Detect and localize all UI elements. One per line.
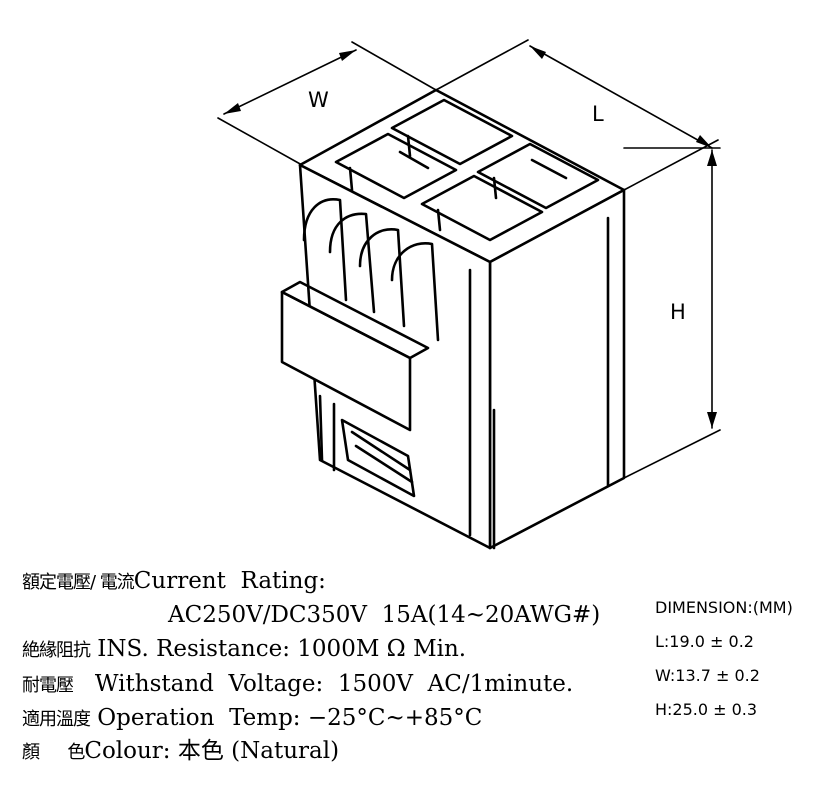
spec-withstand-voltage: 耐電壓 Withstand Voltage: 1500V AC/1minute. — [22, 673, 573, 696]
lower-guide-left — [318, 394, 324, 462]
w-arrow-right — [339, 50, 356, 61]
cavity-1 — [334, 132, 458, 200]
spec-operation-temp-cjk: 適用溫度 — [22, 709, 91, 730]
l-arrow-right — [696, 135, 712, 148]
l-dimension-line — [529, 45, 713, 149]
spec-withstand-voltage-cjk: 耐電壓 — [22, 675, 74, 696]
wire-channel-2 — [328, 212, 376, 314]
spec-colour: 顏 色Colour: 本色 (Natural) — [22, 740, 339, 763]
spec-withstand-voltage-text: Withstand Voltage: 1500V AC/1minute. — [73, 671, 574, 697]
cavity-2-inner — [406, 134, 412, 158]
connector-isometric-drawing — [217, 39, 721, 550]
h-extension-line-bottom — [623, 429, 721, 479]
spec-rating-values: AC250V/DC350V 15A(14~20AWG#) — [168, 604, 600, 627]
wire-channel-3 — [358, 228, 406, 328]
spec-current-rating-text: Current Rating: — [133, 568, 326, 594]
h-arrow-bottom — [707, 412, 717, 428]
wire-channel-1 — [302, 198, 348, 302]
cavity-3 — [420, 174, 544, 242]
lock-window-line-1 — [350, 430, 412, 472]
dimension-header: DIMENSION:(MM) — [655, 598, 793, 617]
spec-colour-text: Colour: 本色 (Natural) — [84, 738, 340, 764]
l-label: L — [592, 102, 604, 126]
cavity-4-inner — [492, 176, 498, 200]
spec-current-rating-cjk: 額定電壓/ 電流 — [22, 572, 135, 593]
latch-block-top — [280, 280, 430, 360]
spec-colour-cjk: 顏 色 — [22, 742, 85, 763]
l-extension-line-left — [435, 39, 529, 91]
w-extension-line-right — [351, 41, 437, 91]
w-label: W — [308, 88, 329, 112]
cavity-1-inner — [348, 166, 354, 192]
w-arrow-left — [224, 103, 241, 114]
l-arrow-left — [530, 46, 546, 59]
dimension-w: W:13.7 ± 0.2 — [655, 666, 760, 685]
dimension-h: H:25.0 ± 0.3 — [655, 700, 758, 719]
lock-window-line-2 — [354, 444, 414, 484]
cavity-1-slot — [398, 150, 430, 170]
cavity-3-inner — [436, 208, 442, 232]
wire-channel-4 — [390, 242, 440, 342]
w-extension-line-left — [217, 117, 303, 166]
spec-ins-resistance: 絶緣阻抗 INS. Resistance: 1000M Ω Min. — [22, 638, 466, 661]
spec-current-rating: 額定電壓/ 電流Current Rating: — [22, 570, 326, 593]
spec-ins-resistance-cjk: 絶緣阻抗 — [22, 640, 91, 661]
h-arrow-top — [707, 150, 717, 166]
h-label: H — [670, 300, 686, 324]
spec-rating-values-text: AC250V/DC350V 15A(14~20AWG#) — [168, 602, 601, 628]
dimension-l: L:19.0 ± 0.2 — [655, 632, 754, 651]
cavity-4-slot — [530, 158, 568, 180]
spec-ins-resistance-text: INS. Resistance: 1000M Ω Min. — [90, 636, 467, 662]
spec-operation-temp-text: Operation Temp: −25°C~+85°C — [90, 705, 483, 731]
w-dimension-line — [223, 49, 357, 115]
cavity-2 — [390, 98, 514, 166]
cavity-4 — [476, 142, 600, 210]
lock-window — [340, 418, 416, 498]
spec-operation-temp: 適用溫度 Operation Temp: −25°C~+85°C — [22, 707, 482, 730]
